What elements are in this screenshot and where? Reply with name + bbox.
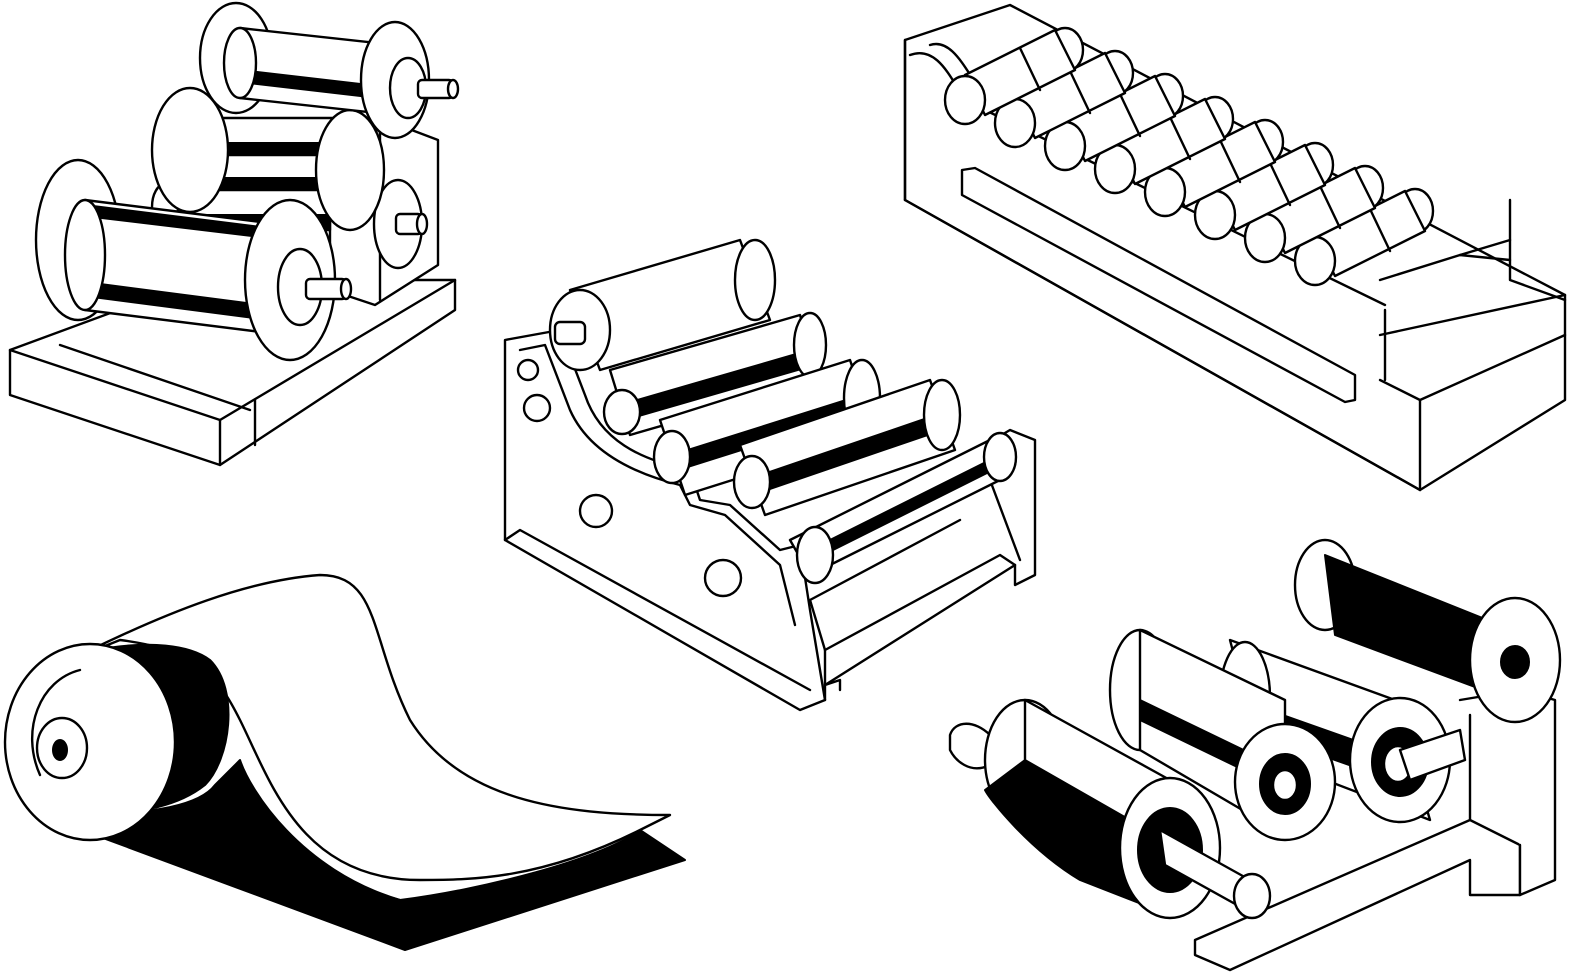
rack-slot (960, 166, 1357, 404)
sheet-roll (3, 573, 686, 951)
machine-base (788, 428, 1037, 702)
rack-roller (1143, 118, 1285, 218)
rack-roller (1243, 164, 1385, 264)
rack-roller (943, 26, 1085, 126)
print-rollers (548, 238, 1018, 585)
rack-rollers (943, 26, 1435, 287)
frame-hub (372, 178, 429, 270)
rack-roller (1293, 187, 1435, 287)
calender-roller-machine (948, 538, 1562, 972)
rack-roller (993, 49, 1135, 149)
front-roller (948, 698, 1272, 920)
roller-stand-machine (8, 1, 460, 467)
front-roller (34, 158, 353, 362)
rack-roller (1043, 72, 1185, 172)
back-roller (1293, 538, 1562, 724)
roller-3 (1218, 638, 1467, 824)
roller-rack-machine (903, 3, 1567, 492)
rack-roller (1193, 141, 1335, 241)
printing-roller-machine (503, 238, 1037, 712)
rack-roller (1093, 95, 1235, 195)
roll-end-cap (3, 642, 177, 842)
machine-base (8, 278, 457, 467)
roller-2 (1108, 628, 1337, 842)
paper-sheet (68, 573, 672, 882)
machine-base (1193, 688, 1557, 972)
top-roller (198, 1, 460, 140)
